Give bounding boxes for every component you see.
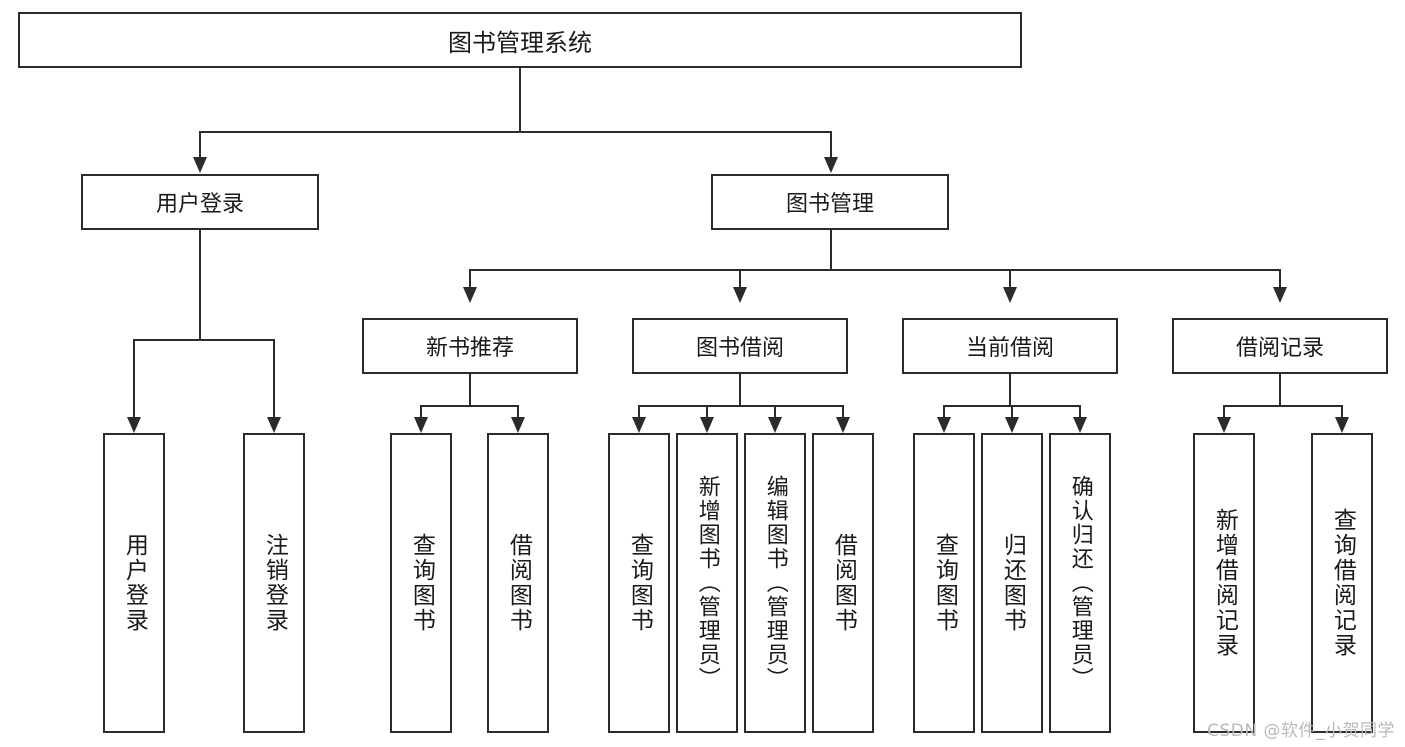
node-current-borrow-label: 当前借阅 [965,336,1054,361]
node-book-management[interactable]: 图书管理 [711,174,949,230]
connector-login-stem [199,230,201,340]
arrow-root-to-books [824,157,838,173]
connector-borrow-2 [706,405,708,417]
leaf-logout[interactable]: 注销登录 [243,433,305,733]
watermark-text: CSDN @软件_小贺同学 [1207,721,1395,741]
leaf-recommend-query-book-label: 查询图书 [408,533,435,633]
connector-books-bar [469,269,1280,271]
arrow-login-leaf-2 [267,417,281,433]
connector-current-3 [1079,405,1081,417]
leaf-record-add[interactable]: 新增借阅记录 [1193,433,1255,733]
leaf-borrow-add-book-label: 新增图书（管理员） [694,475,720,691]
arrow-record-leaf-2 [1335,417,1349,433]
node-root-label: 图书管理系统 [448,28,592,57]
leaf-borrow-query-book-label: 查询图书 [626,533,653,633]
connector-borrow-3 [774,405,776,417]
leaf-current-return-book-label: 归还图书 [999,533,1026,633]
leaf-borrow-borrow-book-label: 借阅图书 [830,533,857,633]
arrow-books-to-l2-3 [1003,287,1017,303]
connector-login-right [273,339,275,417]
connector-books-to-l2-2 [739,269,741,287]
leaf-borrow-edit-book-label: 编辑图书（管理员） [762,475,788,691]
node-current-borrow[interactable]: 当前借阅 [902,318,1118,374]
arrow-books-to-l2-4 [1273,287,1287,303]
connector-login-bar [133,339,273,341]
connector-root-to-books [830,131,832,157]
node-book-management-label: 图书管理 [785,192,874,217]
connector-recommend-bar [420,405,519,407]
leaf-current-confirm-return[interactable]: 确认归还（管理员） [1049,433,1111,733]
arrow-books-to-l2-2 [733,287,747,303]
connector-borrow-bar [638,405,843,407]
connector-current-1 [943,405,945,417]
arrow-record-leaf-1 [1217,417,1231,433]
connector-recommend-stem [469,374,471,406]
node-user-login[interactable]: 用户登录 [81,174,319,230]
leaf-current-return-book[interactable]: 归还图书 [981,433,1043,733]
node-new-book-recommend-label: 新书推荐 [425,336,514,361]
leaf-record-add-label: 新增借阅记录 [1211,508,1238,658]
leaf-logout-label: 注销登录 [261,533,288,633]
connector-books-to-l2-3 [1009,269,1011,287]
connector-recommend-right [517,405,519,417]
arrow-current-leaf-3 [1073,417,1087,433]
arrow-current-leaf-2 [1005,417,1019,433]
leaf-borrow-borrow-book[interactable]: 借阅图书 [812,433,874,733]
connector-borrow-4 [842,405,844,417]
leaf-borrow-add-book[interactable]: 新增图书（管理员） [676,433,738,733]
leaf-borrow-query-book[interactable]: 查询图书 [608,433,670,733]
connector-books-stem [830,230,832,270]
connector-borrow-1 [638,405,640,417]
arrow-login-leaf-1 [127,417,141,433]
arrow-recommend-leaf-1 [414,417,428,433]
node-book-borrow[interactable]: 图书借阅 [632,318,848,374]
connector-login-left [133,339,135,417]
connector-root-stem [519,68,521,132]
leaf-current-query-book[interactable]: 查询图书 [913,433,975,733]
connector-root-to-login [199,131,201,157]
connector-record-right [1341,405,1343,417]
connector-current-stem [1009,374,1011,406]
connector-books-to-l2-4 [1279,269,1281,287]
connector-record-stem [1279,374,1281,406]
connector-current-2 [1011,405,1013,417]
arrow-borrow-leaf-1 [632,417,646,433]
leaf-recommend-query-book[interactable]: 查询图书 [390,433,452,733]
connector-recommend-left [420,405,422,417]
connector-root-bar [199,131,831,133]
arrow-current-leaf-1 [937,417,951,433]
arrow-borrow-leaf-2 [700,417,714,433]
connector-books-to-l2-1 [469,269,471,287]
connector-record-bar [1223,405,1343,407]
node-new-book-recommend[interactable]: 新书推荐 [362,318,578,374]
leaf-recommend-borrow-book-label: 借阅图书 [505,533,532,633]
node-user-login-label: 用户登录 [155,192,244,217]
arrow-borrow-leaf-4 [836,417,850,433]
node-borrow-record[interactable]: 借阅记录 [1172,318,1388,374]
node-book-borrow-label: 图书借阅 [695,336,784,361]
arrow-borrow-leaf-3 [768,417,782,433]
node-root-system[interactable]: 图书管理系统 [18,12,1022,68]
connector-record-left [1223,405,1225,417]
arrow-root-to-login [193,157,207,173]
leaf-user-login[interactable]: 用户登录 [103,433,165,733]
leaf-current-query-book-label: 查询图书 [931,533,958,633]
arrow-books-to-l2-1 [463,287,477,303]
leaf-current-confirm-return-label: 确认归还（管理员） [1067,475,1093,691]
leaf-borrow-edit-book[interactable]: 编辑图书（管理员） [744,433,806,733]
leaf-recommend-borrow-book[interactable]: 借阅图书 [487,433,549,733]
leaf-record-query[interactable]: 查询借阅记录 [1311,433,1373,733]
arrow-recommend-leaf-2 [511,417,525,433]
leaf-record-query-label: 查询借阅记录 [1329,508,1356,658]
node-borrow-record-label: 借阅记录 [1235,336,1324,361]
connector-borrow-stem [739,374,741,406]
leaf-user-login-label: 用户登录 [121,533,148,633]
